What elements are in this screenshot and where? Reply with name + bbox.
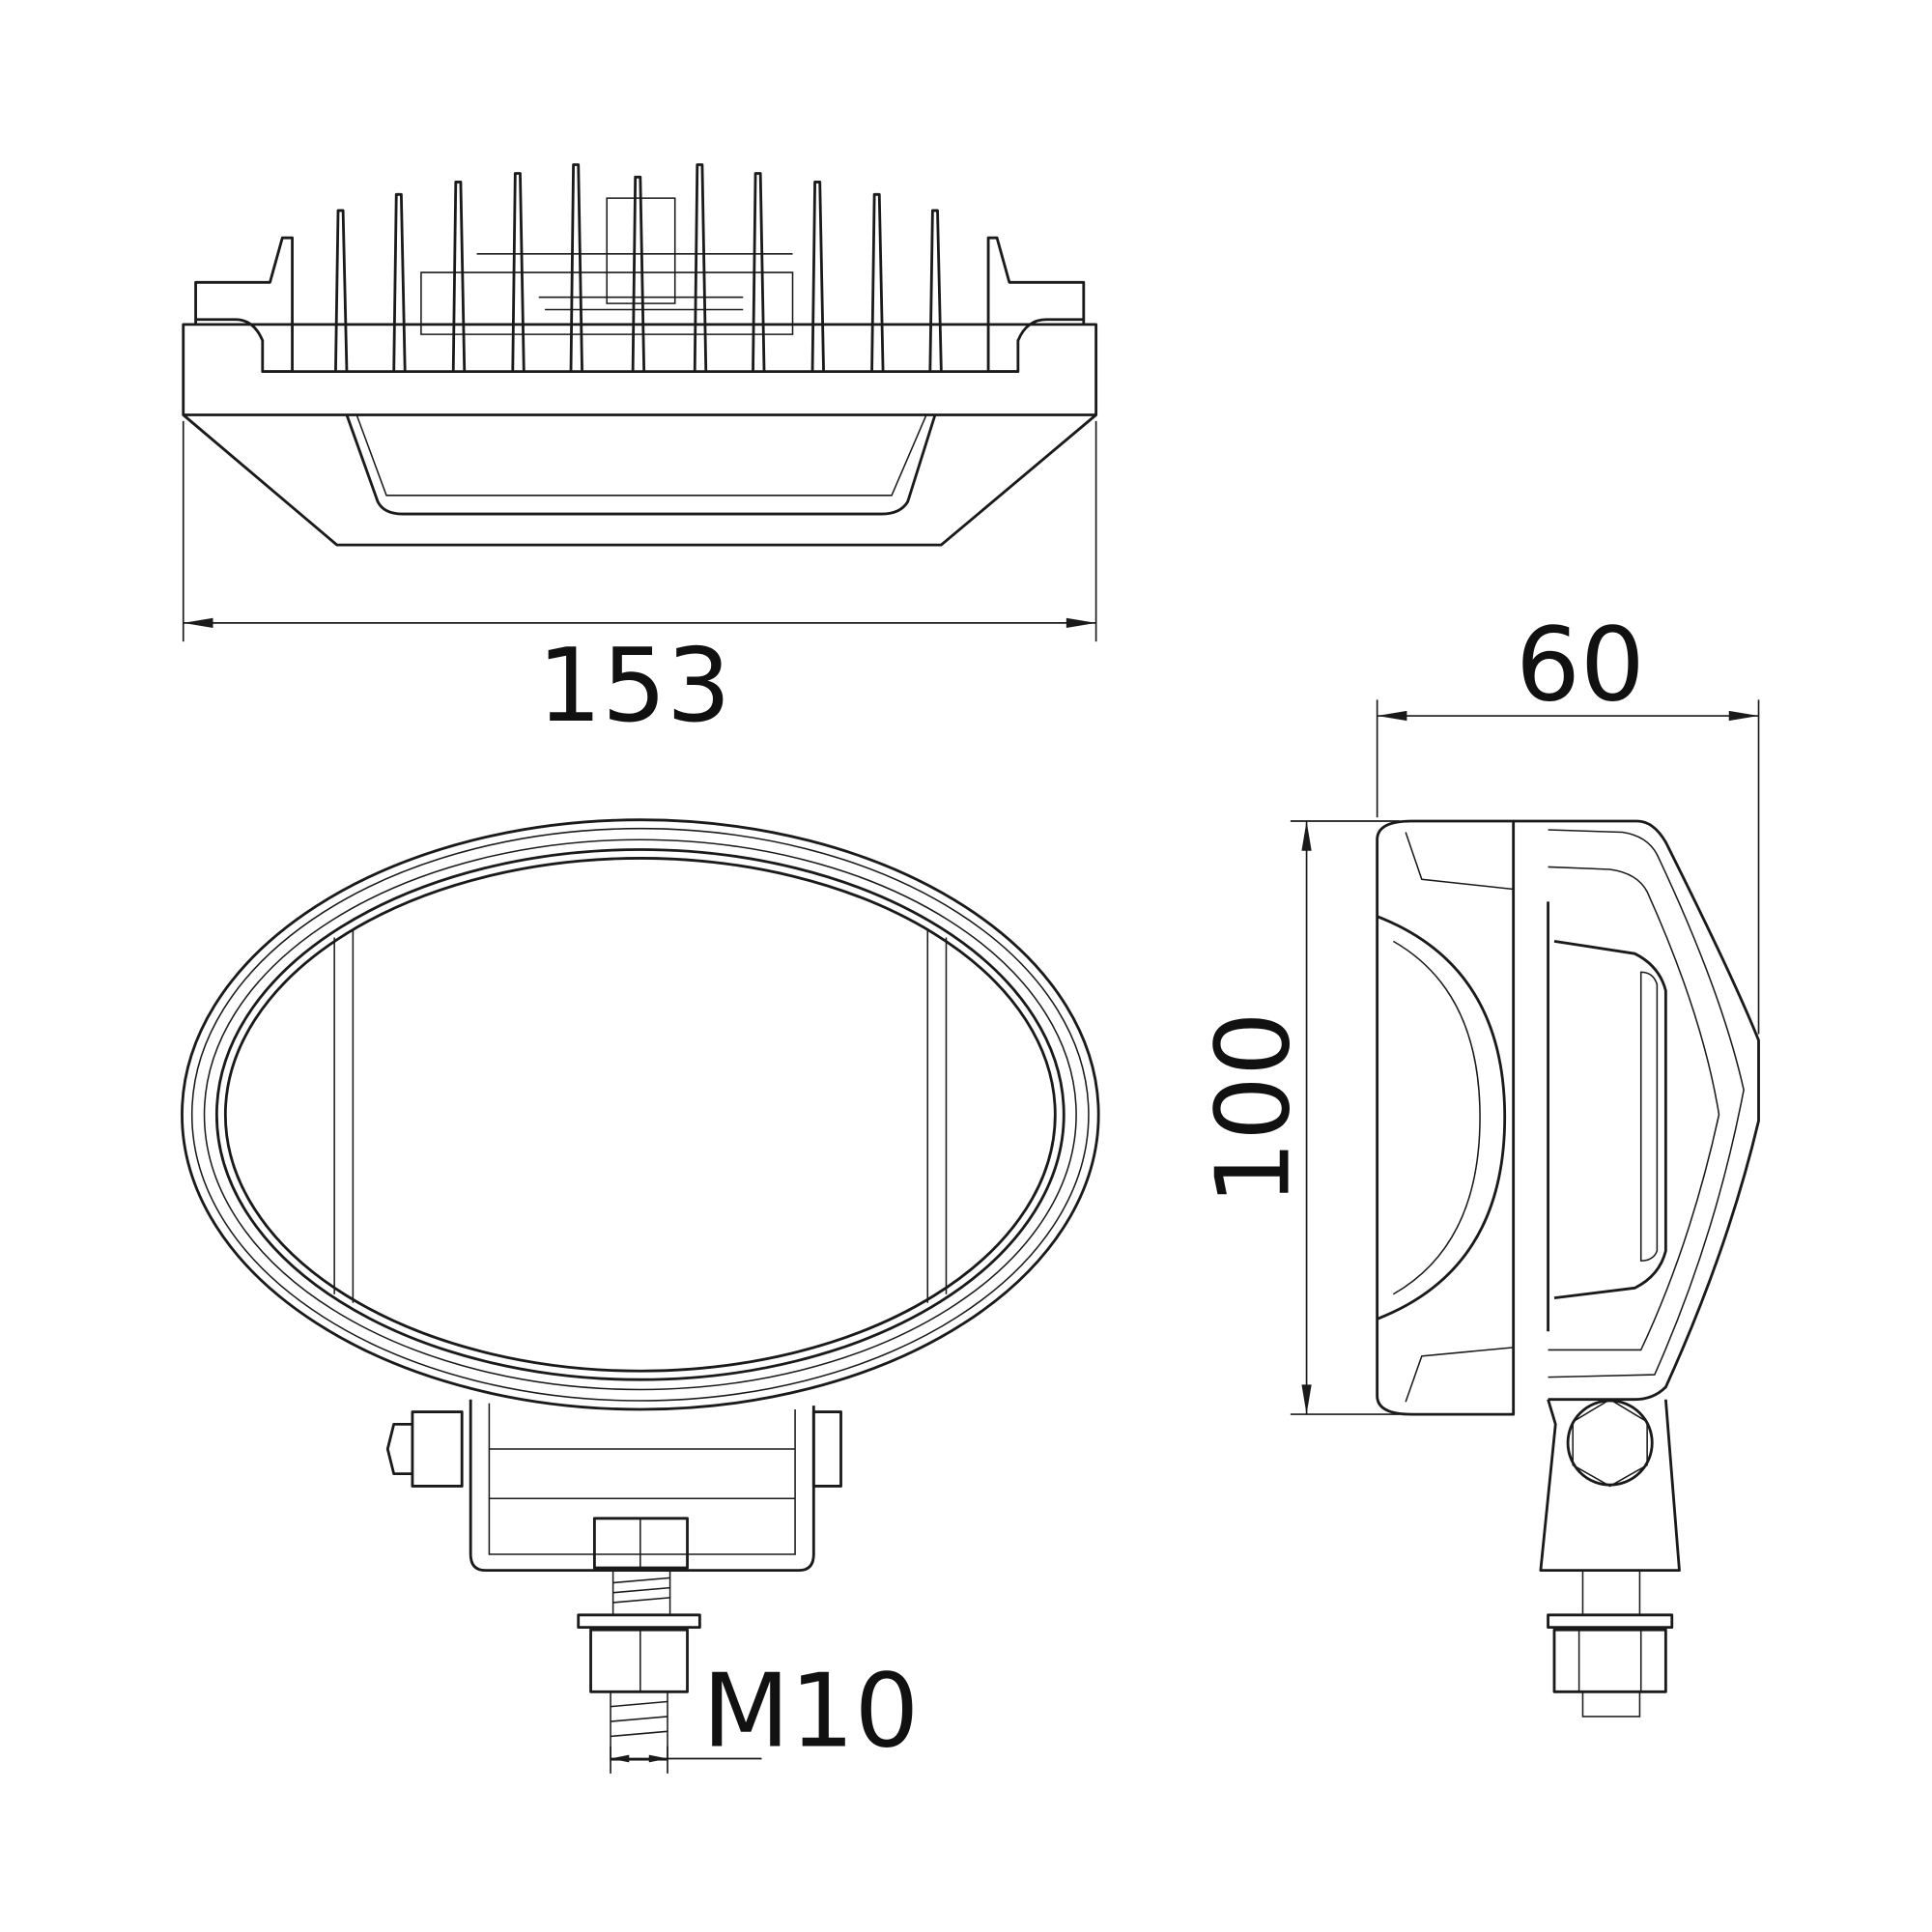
height-label: 100 <box>1193 1011 1312 1206</box>
fin <box>334 209 349 372</box>
fin <box>870 192 885 372</box>
fin <box>810 181 825 372</box>
fin <box>928 209 943 372</box>
fin <box>693 163 708 372</box>
width-dimension: 153 <box>182 420 1097 745</box>
depth-label: 60 <box>1516 605 1645 724</box>
top-view <box>182 163 1098 547</box>
fin <box>392 192 407 372</box>
width-label: 153 <box>537 626 731 745</box>
fin <box>631 175 646 372</box>
height-dimension: 100 <box>1193 820 1400 1415</box>
fin <box>569 163 583 372</box>
side-view <box>1376 819 1760 1718</box>
thread-label: M10 <box>702 1652 919 1771</box>
front-view <box>181 818 1100 1761</box>
cooling-fins <box>334 163 943 372</box>
depth-dimension: 60 <box>1376 605 1760 1035</box>
thread-dimension: M10 <box>610 1652 919 1774</box>
fin <box>451 181 467 372</box>
